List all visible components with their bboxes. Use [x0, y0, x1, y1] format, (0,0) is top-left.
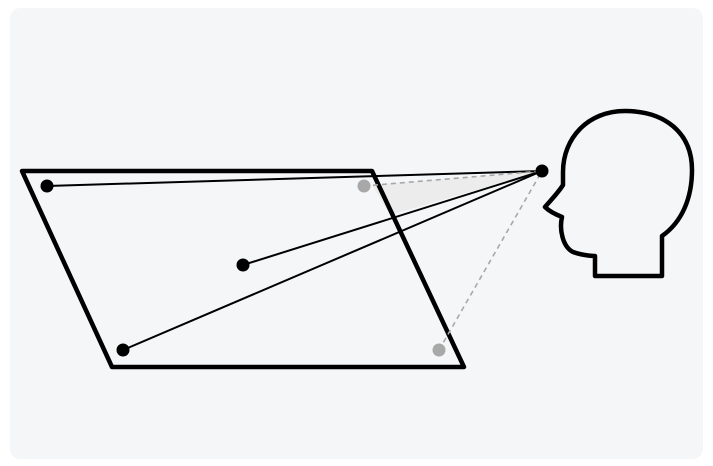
point-top-left: [41, 180, 54, 193]
hidden-point-bottom-right: [433, 344, 446, 357]
point-center: [237, 259, 250, 272]
eye-point: [536, 165, 549, 178]
hidden-point-top-right: [358, 180, 371, 193]
diagram-frame: [10, 8, 703, 459]
perspective-diagram: [10, 8, 703, 459]
diagram-background: [10, 8, 703, 459]
point-bottom-left: [117, 344, 130, 357]
